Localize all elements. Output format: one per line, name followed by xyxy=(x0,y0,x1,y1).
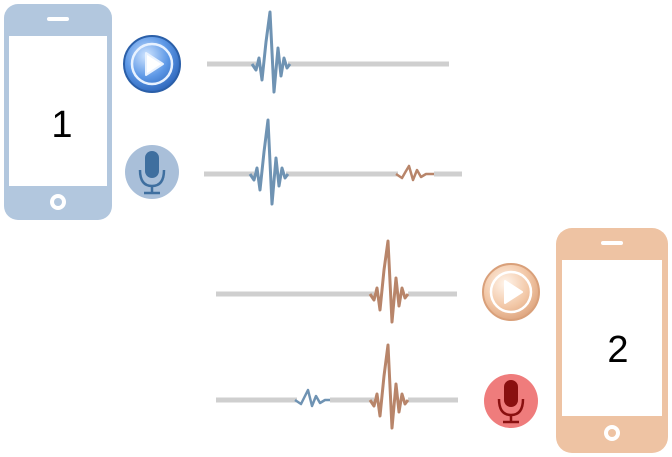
play-button-icon xyxy=(123,35,181,93)
phone-2-speaker xyxy=(601,241,623,245)
play-button-icon xyxy=(482,263,540,321)
phone-1-screen xyxy=(9,36,107,186)
signal-row-1 xyxy=(207,10,449,94)
phone-1: 1 xyxy=(4,4,112,220)
microphone-icon xyxy=(484,374,538,428)
microphone-icon xyxy=(125,145,179,199)
waveform-brown xyxy=(395,164,434,182)
waveform-blue xyxy=(294,388,330,408)
waveform-brown xyxy=(368,343,410,430)
phone-2-label: 2 xyxy=(607,329,628,371)
signal-row-4 xyxy=(216,343,458,430)
phone-1-label: 1 xyxy=(51,104,72,146)
signal-row-2 xyxy=(204,118,462,206)
waveform-brown xyxy=(368,239,410,324)
waveform-blue xyxy=(248,118,290,206)
signal-row-3 xyxy=(216,239,457,324)
waveform-blue xyxy=(250,10,292,94)
phone-1-speaker xyxy=(47,17,69,21)
phone-2: 2 xyxy=(556,228,668,453)
phone-2-screen xyxy=(562,260,662,416)
